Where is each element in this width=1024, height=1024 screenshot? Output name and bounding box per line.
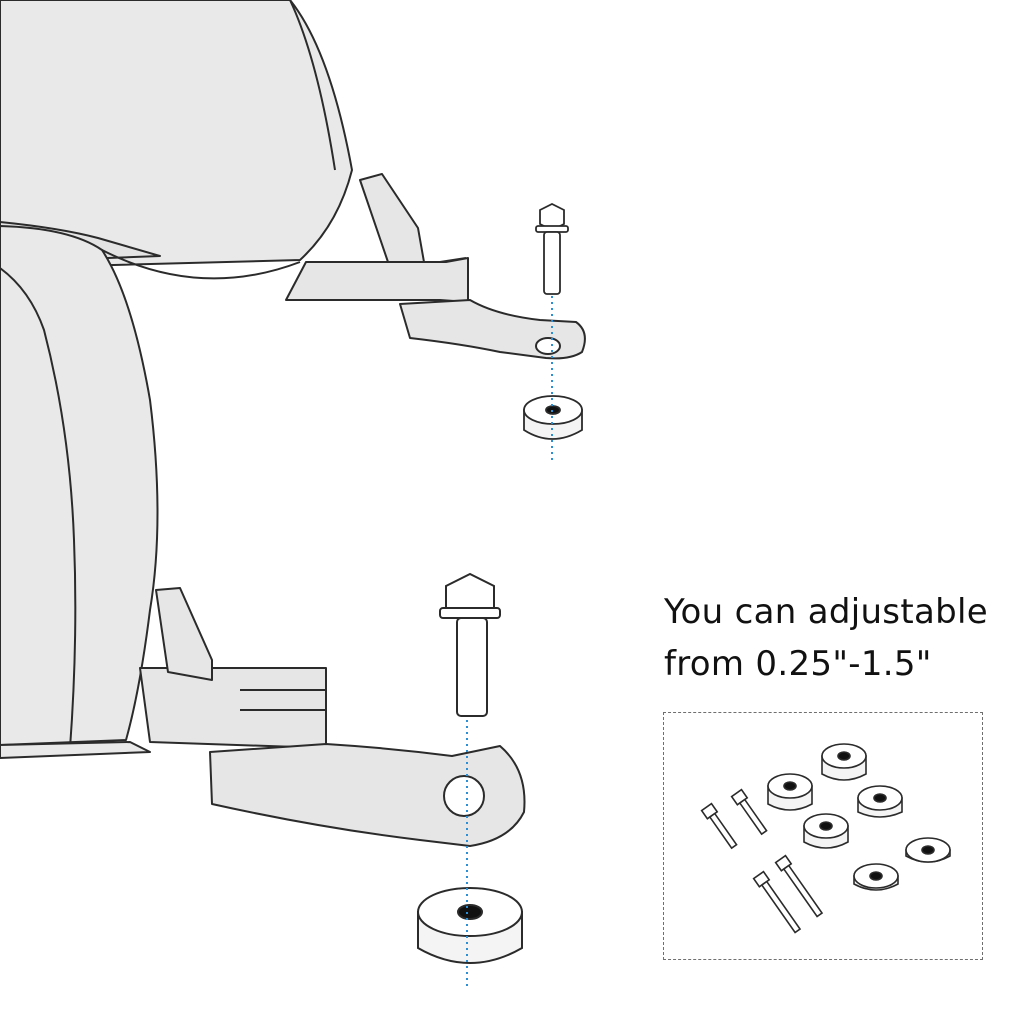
- kit-contents: [700, 743, 951, 934]
- spacer-icon: [803, 813, 849, 849]
- bolt-icon: [535, 202, 569, 295]
- bolt-icon: [700, 802, 738, 850]
- caption-line-2: from 0.25"-1.5": [664, 644, 932, 684]
- upper-fender: [0, 0, 353, 269]
- bolt-icon: [439, 572, 501, 717]
- spacer-icon: [857, 785, 903, 818]
- caption-line-1: You can adjustable: [664, 592, 988, 632]
- alignment-guide: [466, 296, 553, 986]
- spacer-icon: [767, 773, 813, 811]
- lower-bracket: [139, 587, 526, 847]
- washer-icon: [853, 863, 899, 891]
- bolt-icon: [730, 788, 768, 836]
- spacer-icon: [417, 887, 523, 964]
- adjustment-caption: You can adjustable from 0.25"-1.5": [664, 586, 1014, 690]
- spacer-icon: [821, 743, 867, 781]
- bolt-icon: [752, 870, 802, 934]
- bolt-icon: [774, 854, 824, 918]
- washer-icon: [905, 837, 951, 863]
- upper-bracket: [285, 173, 586, 360]
- spacer-icon: [523, 395, 583, 440]
- kit-contents-frame: [663, 712, 983, 960]
